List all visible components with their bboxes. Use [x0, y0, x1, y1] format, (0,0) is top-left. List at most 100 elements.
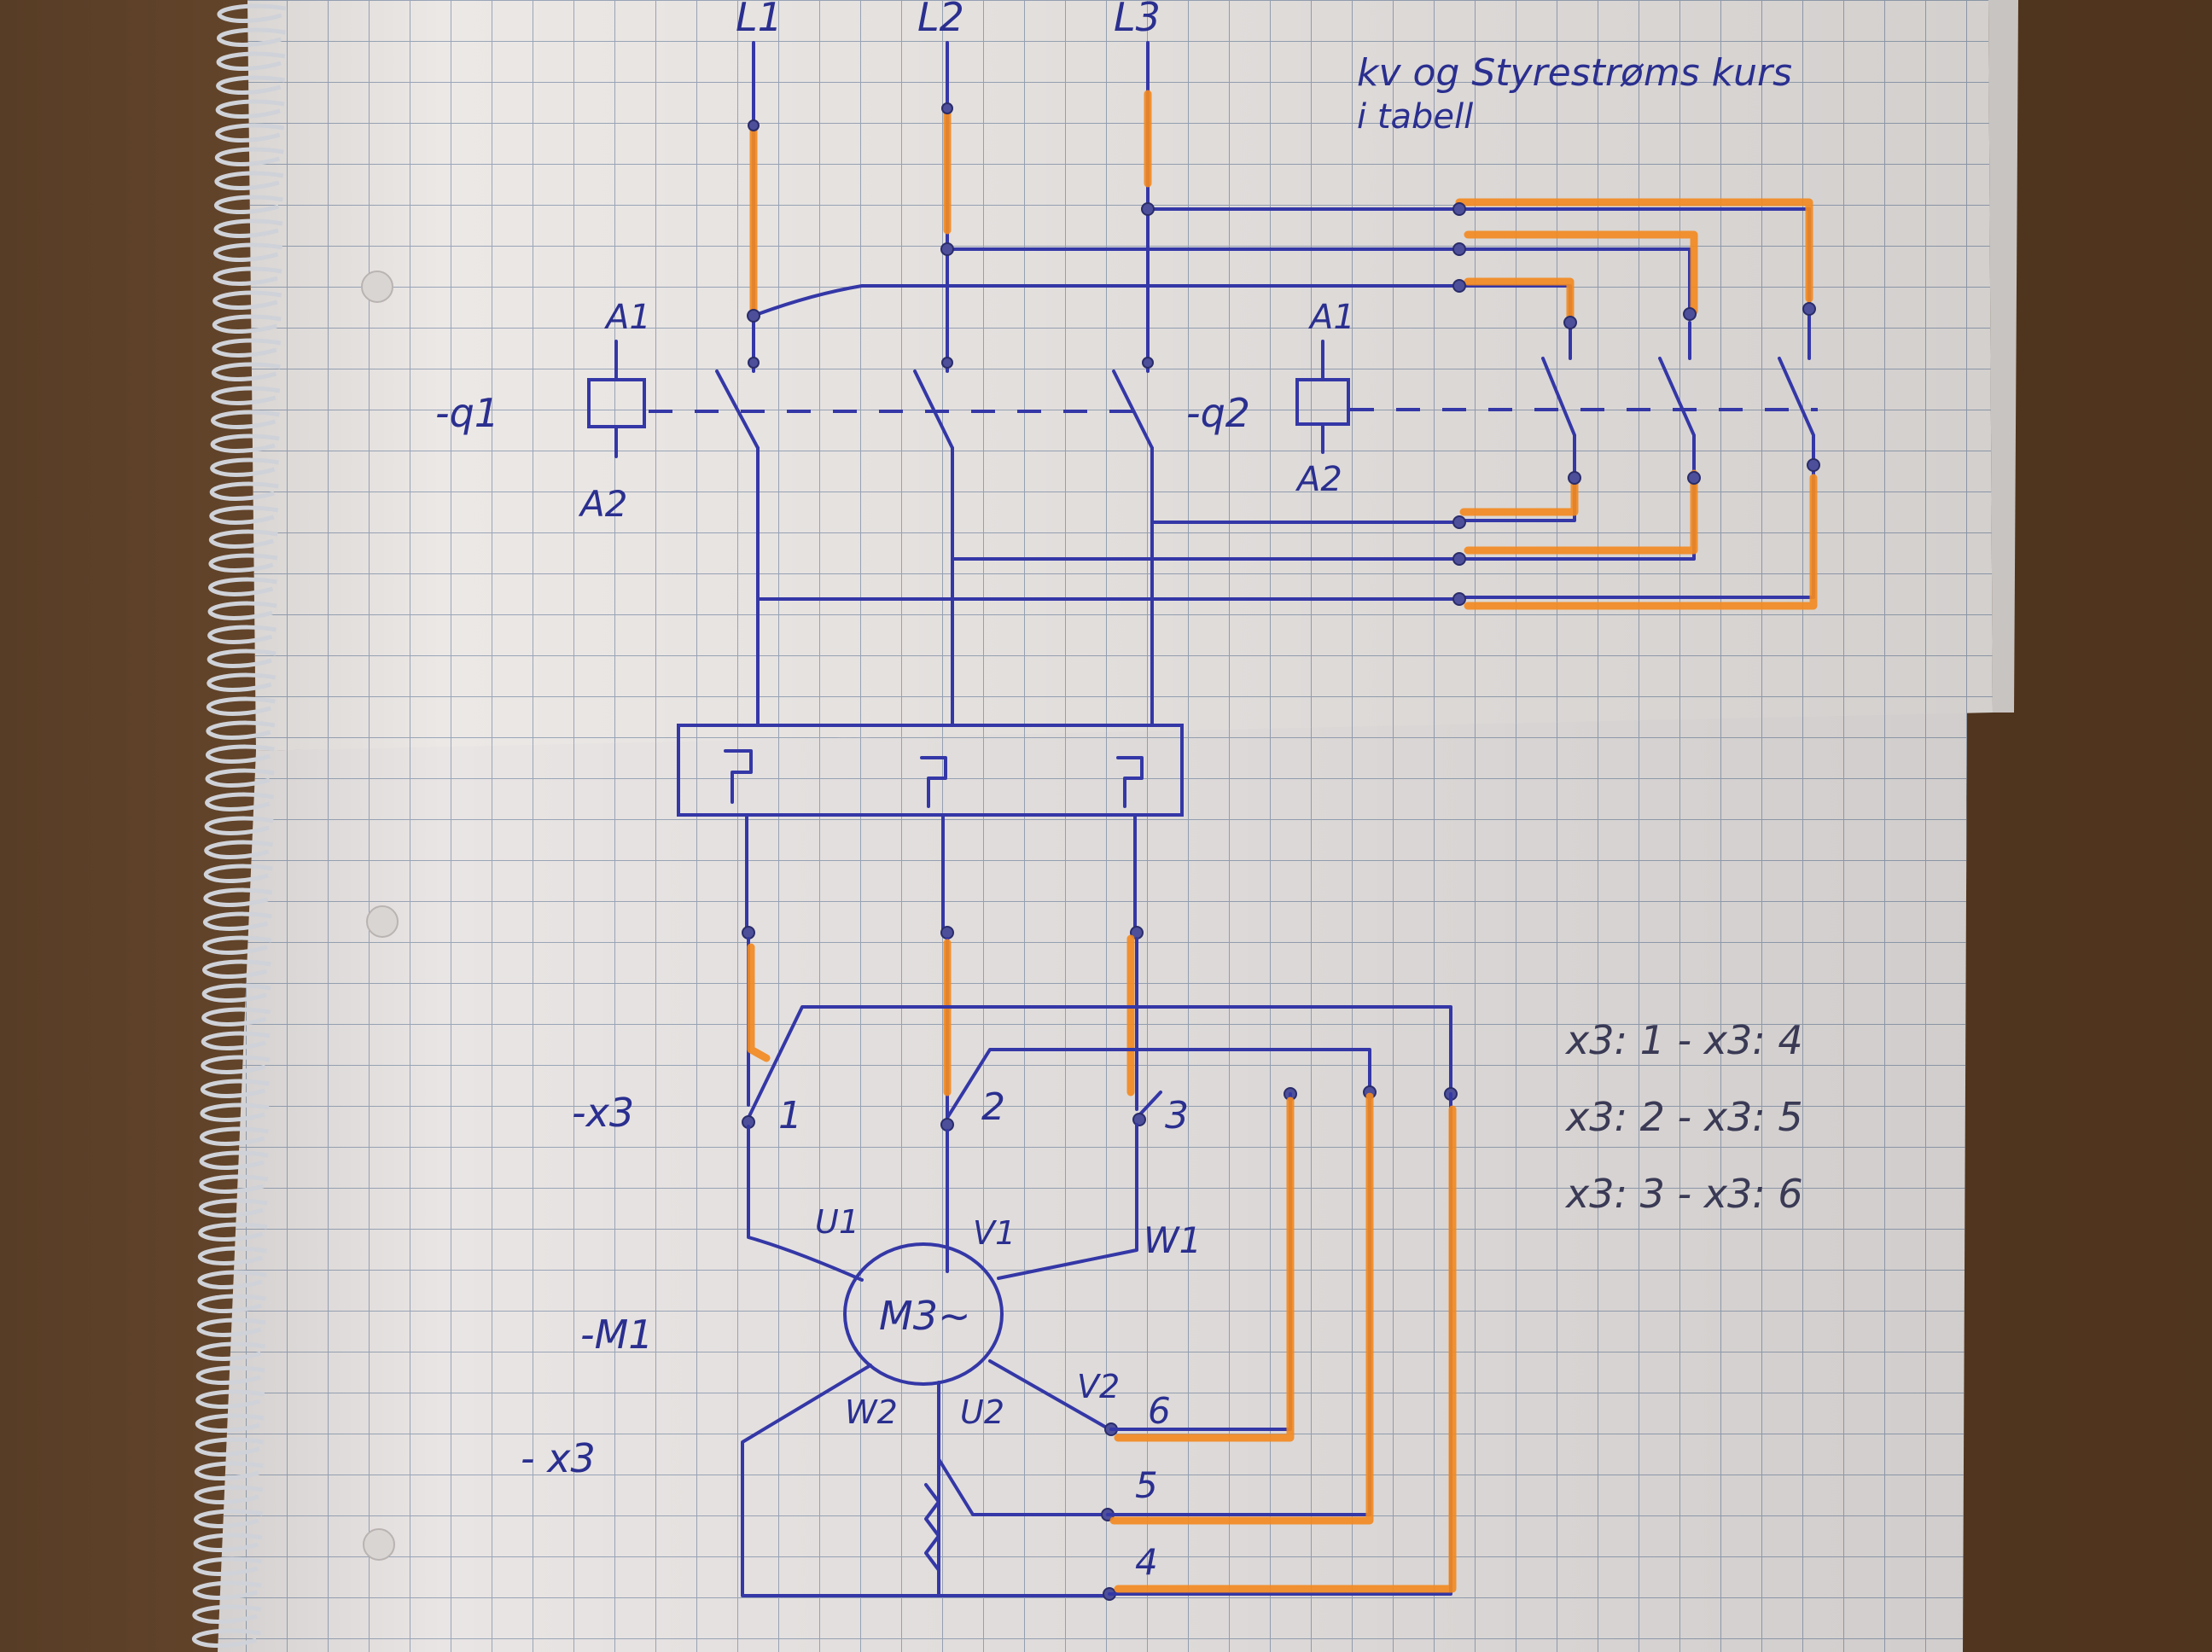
spiral-coil	[216, 51, 286, 71]
spiral-coil	[214, 171, 284, 190]
spiral-coil	[201, 1079, 270, 1098]
motor-v1: V1	[973, 1214, 1016, 1252]
spiral-coil	[208, 553, 278, 573]
spiral-coil	[209, 505, 279, 525]
spiral-coil	[213, 218, 283, 238]
motor-outputs	[741, 1359, 1111, 1597]
supply-label-l3: L3	[1114, 0, 1161, 40]
spiral-coil	[198, 1222, 268, 1242]
x3-terminal-6: 6	[1148, 1390, 1171, 1432]
spiral-coil	[207, 696, 276, 716]
spiral-coil	[199, 1150, 269, 1170]
spiral-coil	[193, 1556, 263, 1576]
spiral-coil	[212, 362, 281, 381]
spiral-coil	[194, 1485, 264, 1504]
spiral-coil	[201, 1055, 271, 1074]
connection-row-1: x3: 1 - x3: 4	[1564, 1017, 1803, 1063]
spiral-coil	[216, 75, 285, 95]
supply-label-l1: L1	[736, 0, 783, 40]
spiral-coil	[203, 911, 272, 931]
spiral-coil	[205, 768, 275, 788]
q1-tag: -q1	[435, 390, 499, 436]
spiral-coil	[200, 1102, 270, 1122]
q1-contacts	[649, 361, 1154, 718]
spiral-coil	[207, 649, 276, 668]
spiral-coil	[211, 386, 281, 405]
spiral-coil	[203, 887, 273, 907]
spiral-coil	[204, 864, 273, 883]
spiral-coil	[202, 959, 271, 979]
q2-a1: A1	[1307, 298, 1355, 337]
top-note-line2: i tabell	[1357, 97, 1473, 137]
spiral-coil	[195, 1389, 265, 1409]
q2-output-wires	[756, 469, 1818, 610]
spiral-coil	[197, 1270, 267, 1289]
spiral-coil	[215, 147, 284, 166]
spiral-coil	[192, 1604, 262, 1624]
spiral-coil	[206, 744, 275, 764]
spiral-coil	[193, 1580, 262, 1600]
spiral-binding	[192, 3, 287, 1648]
connection-row-3: x3: 3 - x3: 6	[1564, 1171, 1803, 1217]
spiral-coil	[210, 457, 280, 477]
spiral-coil	[211, 410, 280, 429]
motor-w2: W2	[845, 1393, 898, 1431]
spiral-coil	[202, 935, 272, 955]
motor-u2: U2	[960, 1393, 1004, 1431]
spiral-coil	[193, 1533, 263, 1552]
spiral-coil	[205, 792, 274, 811]
punch-hole	[361, 270, 393, 303]
x3-terminal-3: 3	[1165, 1094, 1189, 1137]
motor-m1	[843, 1242, 1004, 1386]
supply-label-l2: L2	[917, 0, 964, 40]
x3-terminal-4: 4	[1135, 1541, 1158, 1583]
spiral-coil	[204, 840, 274, 859]
q1-a1: A1	[603, 298, 651, 337]
spiral-coil	[215, 99, 285, 119]
spiral-coil	[210, 433, 280, 453]
spiral-coil	[215, 123, 285, 143]
spiral-coil	[212, 338, 282, 358]
motor-u1: U1	[815, 1203, 859, 1241]
motor-w1: W1	[1144, 1219, 1202, 1261]
spiral-coil	[195, 1365, 265, 1385]
spiral-coil	[200, 1126, 269, 1146]
spiral-coil	[198, 1246, 267, 1265]
spiral-coil	[207, 672, 276, 692]
q2-feed-wires	[752, 198, 1813, 324]
x3-lower-terminals	[1101, 1092, 1457, 1601]
spiral-coil	[208, 577, 277, 596]
x3-terminal-1: 1	[778, 1094, 802, 1137]
x3-terminal-2: 2	[981, 1085, 1005, 1129]
spiral-coil	[201, 1007, 271, 1027]
spiral-coil	[199, 1174, 269, 1194]
supply-highlight	[749, 90, 1152, 320]
q2-a2: A2	[1295, 460, 1342, 499]
x3-upper-terminals	[742, 926, 1144, 1120]
spiral-coil	[195, 1461, 264, 1480]
connection-row-2: x3: 2 - x3: 5	[1564, 1094, 1803, 1140]
q1-a2: A2	[578, 483, 627, 525]
x3-bridges	[742, 1005, 1458, 1131]
spiral-coil	[196, 1341, 265, 1361]
x3-upper-tag: -x3	[572, 1090, 634, 1136]
spiral-coil	[201, 983, 271, 1003]
spiral-coil	[195, 1437, 265, 1457]
spiral-coil	[206, 720, 276, 740]
x3-lower-tag: - x3	[521, 1435, 596, 1481]
spiral-coil	[214, 195, 283, 214]
q2-tag: -q2	[1186, 390, 1250, 436]
spiral-coil	[201, 1031, 271, 1050]
terminals-upper	[747, 102, 1820, 606]
spiral-coil	[217, 27, 286, 47]
spiral-coil	[195, 1413, 265, 1433]
spiral-coil	[192, 1628, 261, 1648]
q2-coil	[1295, 340, 1818, 454]
motor-tag: -M1	[580, 1312, 654, 1358]
punch-hole	[363, 1528, 395, 1561]
spiral-coil	[207, 625, 277, 644]
motor-v2: V2	[1077, 1368, 1120, 1405]
overload-relay	[677, 715, 1184, 932]
